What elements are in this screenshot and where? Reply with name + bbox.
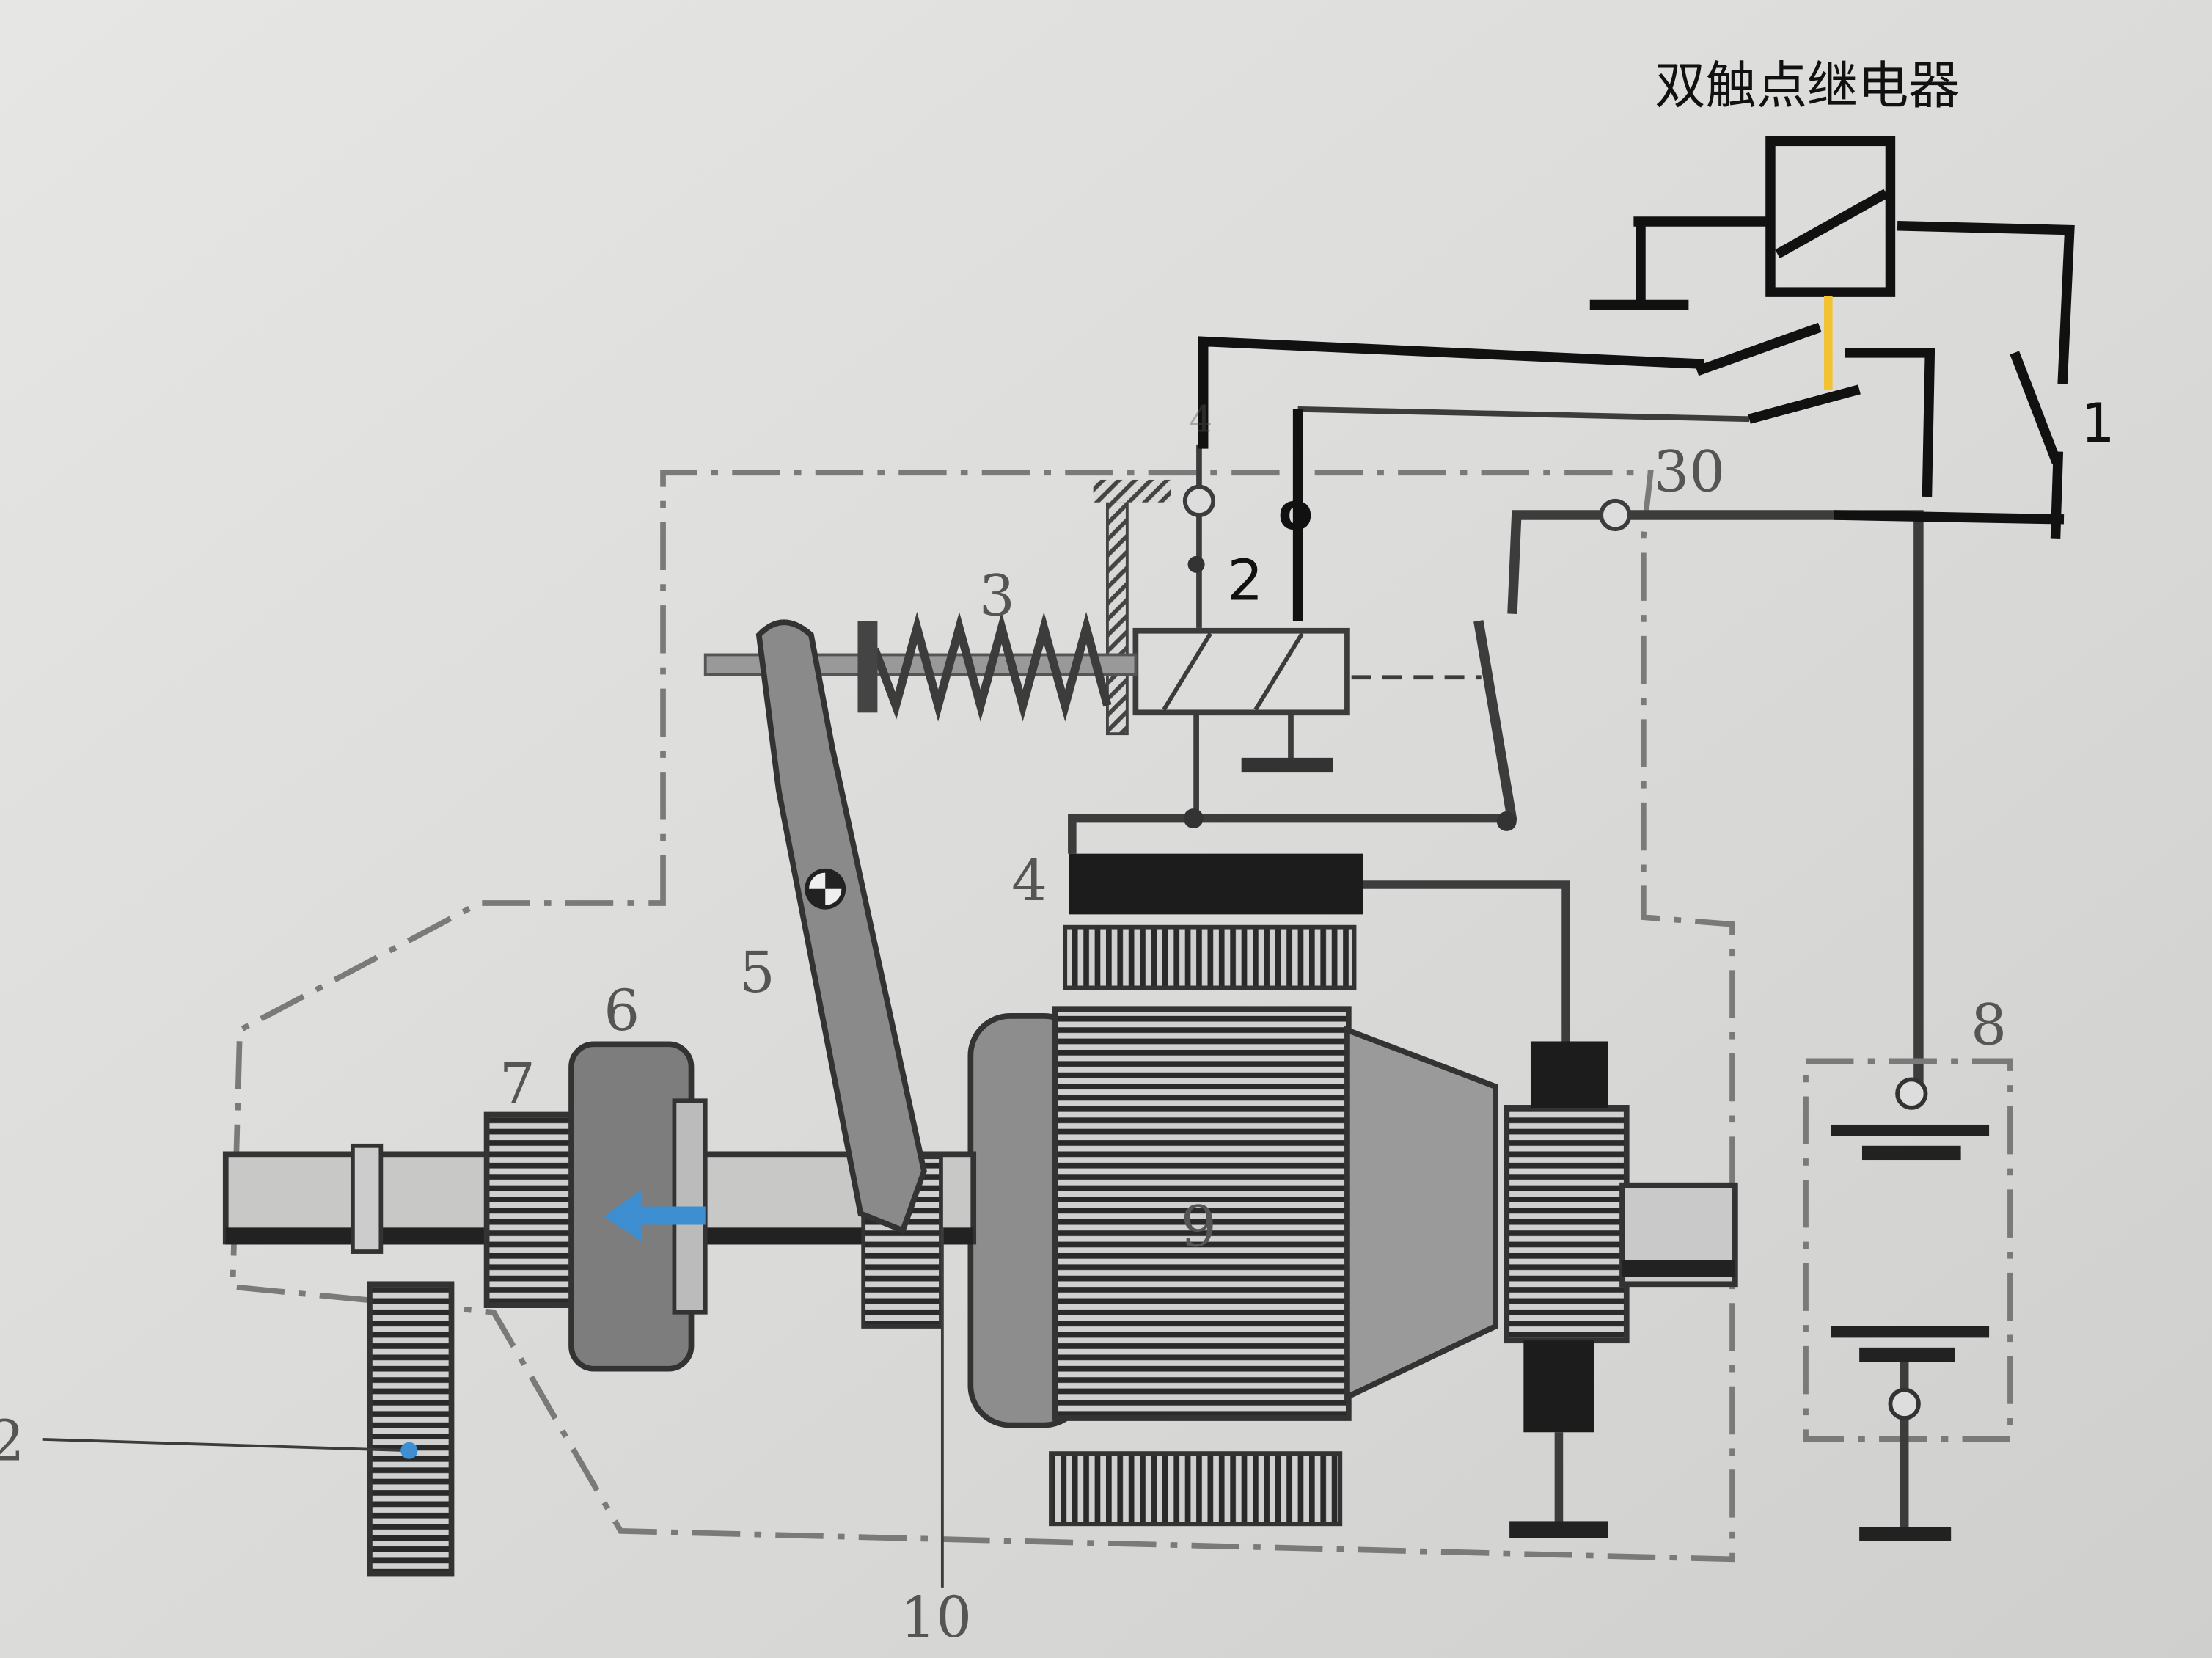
fork-lever: [755, 619, 927, 1235]
terminal-circle: [1182, 484, 1216, 517]
label-4: 4: [1011, 849, 1047, 914]
label-30: 30: [1653, 439, 1725, 505]
label-8: 8: [1971, 993, 2007, 1058]
label-4-top: 4: [1189, 398, 1212, 441]
ring-gear: [367, 1281, 455, 1577]
label-9: 9: [1181, 1194, 1217, 1260]
label-5: 5: [739, 941, 775, 1006]
arrow-left-icon: [604, 1189, 706, 1242]
housing-outline: [230, 470, 1735, 1563]
pinion: [483, 1111, 582, 1308]
field-winding: [1069, 853, 1363, 915]
armature: [1052, 1006, 1352, 1421]
commutator: [1504, 1105, 1630, 1344]
battery-plate: [1831, 1124, 1990, 1136]
relay-annotation: [1198, 136, 2075, 621]
terminal-30-circle: [1599, 498, 1632, 532]
ground-symbol: [1241, 757, 1333, 773]
main-contact-blade: [1473, 620, 1517, 822]
relay-contact-lower: [1748, 384, 1861, 424]
label-terminal-50-mark: o: [1278, 483, 1314, 541]
bracket: [1106, 499, 1129, 736]
label-6: 6: [604, 979, 640, 1044]
switch-1: [2010, 351, 2062, 465]
title: 双触点继电器: [1655, 56, 1959, 115]
label-2-ring: 2: [0, 1409, 25, 1475]
return-spring: [871, 611, 1112, 722]
label-3: 3: [979, 564, 1015, 629]
label-switch: 1: [2081, 392, 2115, 455]
brush-top: [1530, 1041, 1608, 1108]
label-10: 10: [900, 1585, 972, 1651]
brush-bottom: [1523, 1340, 1594, 1433]
label-7: 7: [499, 1052, 535, 1117]
relay-contact-upper: [1695, 322, 1822, 376]
printed-circuit: [42, 406, 2013, 1588]
label-terminal-50: 2: [1227, 548, 1263, 613]
